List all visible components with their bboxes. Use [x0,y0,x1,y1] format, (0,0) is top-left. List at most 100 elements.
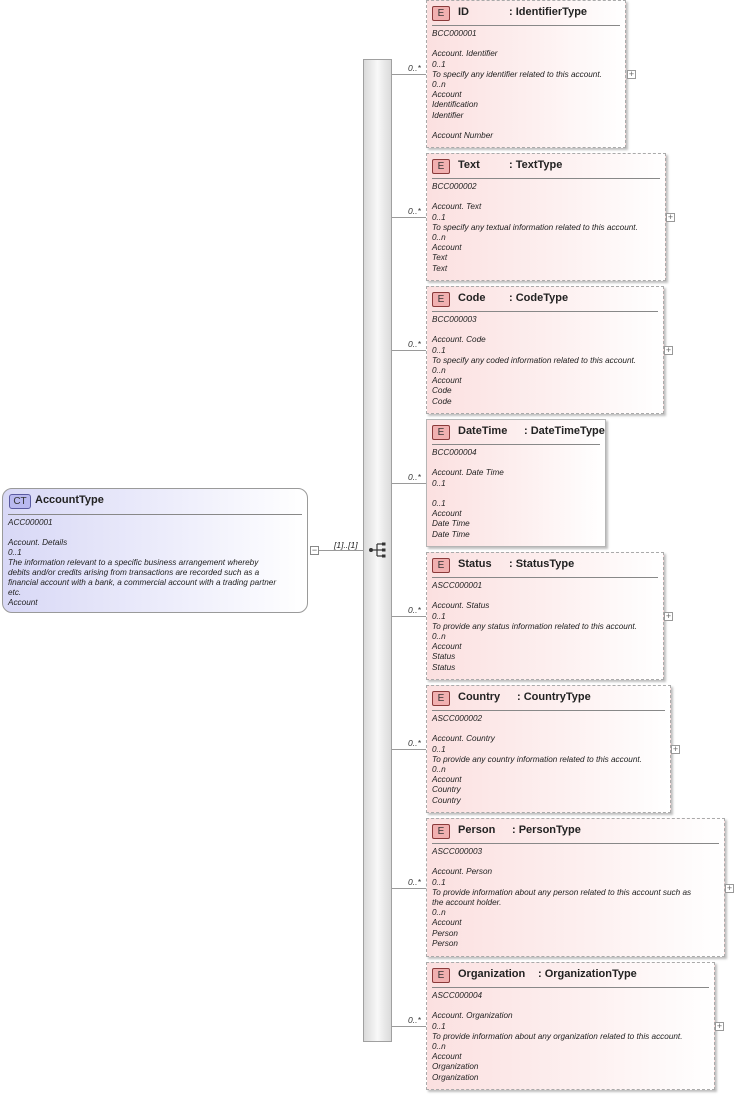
element-multiplicity: 0..* [408,1015,421,1025]
element-card-country[interactable]: E Country : CountryType ASCC000002 Accou… [426,685,671,813]
element-divider [432,178,660,179]
element-card-datetime[interactable]: E DateTime : DateTimeType BCC000004 Acco… [426,419,606,547]
detail-line: Person [432,938,458,948]
detail-line: 0..n [432,366,446,375]
expand-toggle[interactable]: + [666,212,675,222]
detail-line: Person [432,928,458,938]
element-multiplicity: 0..* [408,339,421,349]
element-connector-line [392,350,426,351]
detail-line: 0..n [432,908,446,918]
element-details: BCC000002 Account. Text 0..1 To specify … [432,182,661,274]
element-details: ASCC000001 Account. Status 0..1 To provi… [432,581,659,673]
element-details: ASCC000003 Account. Person 0..1 To provi… [432,847,720,949]
element-badge: E [432,159,450,174]
detail-line: Account [432,376,462,386]
detail-line: The information relevant to a specific b… [8,558,259,567]
detail-line: financial account with a bank, a commerc… [8,578,277,587]
element-multiplicity: 0..* [408,605,421,615]
detail-line: Account [432,918,462,928]
element-type: : CodeType [509,292,569,304]
expand-toggle[interactable]: + [627,69,636,79]
element-connector-line [392,888,426,889]
detail-line [432,1001,710,1011]
content-multiplicity: [1]..[1] [334,540,358,550]
detail-line: 0..n [432,765,446,774]
detail-line: debits and/or credits arising from trans… [8,568,260,577]
element-details: BCC000001 Account. Identifier 0..1 To sp… [432,29,621,141]
detail-line [432,591,659,601]
detail-line [432,489,601,499]
element-card-text[interactable]: E Text : TextType BCC000002 Account. Tex… [426,153,666,281]
element-connector-line [392,217,426,218]
element-card-status[interactable]: E Status : StatusType ASCC000001 Account… [426,552,664,680]
detail-line: Account [432,642,462,652]
detail-line: Account [432,243,462,253]
detail-line: Account. Organization [432,1011,513,1021]
element-name: ID [458,6,469,18]
expand-toggle[interactable]: + [664,345,673,355]
element-name: Person [458,824,496,836]
detail-line: 0..n [432,233,446,242]
sequence-compositor-icon[interactable] [368,541,388,559]
detail-line: Account. Text [432,202,482,212]
detail-line: Status [432,662,456,672]
detail-line: Code [432,386,452,396]
detail-line: Text [432,253,448,263]
element-card-person[interactable]: E Person : PersonType ASCC000003 Account… [426,818,725,957]
element-badge: E [432,6,450,21]
expand-toggle[interactable]: + [671,744,680,754]
element-badge: E [432,691,450,706]
element-divider [432,311,658,312]
detail-line: Account. Details [8,538,68,547]
detail-line: Status [432,652,456,662]
element-divider [432,843,719,844]
element-name: Country [458,691,501,703]
element-card-organization[interactable]: E Organization : OrganizationType ASCC00… [426,962,715,1090]
detail-line: To provide information about any organiz… [432,1031,683,1041]
element-name: DateTime [458,425,508,437]
element-card-id[interactable]: E ID : IdentifierType BCC000001 Account.… [426,0,626,148]
complex-type-details: ACC000001 Account. Details 0..1 The info… [8,518,303,608]
detail-line: Country [432,785,461,795]
element-card-code[interactable]: E Code : CodeType BCC000003 Account. Cod… [426,286,664,414]
expand-toggle[interactable]: + [715,1021,724,1031]
detail-line: Identifier [432,110,464,120]
detail-line: BCC000004 [432,448,477,457]
detail-line: Account Number [432,131,493,140]
element-divider [432,987,709,988]
detail-line: Date Time [432,529,470,539]
detail-line: Account. Country [432,734,495,744]
expand-toggle[interactable]: + [725,883,734,893]
detail-line: 0..n [432,632,446,641]
detail-line [432,458,601,468]
element-connector-line [392,1026,426,1027]
collapse-toggle[interactable]: − [310,545,319,555]
element-connector-line [392,616,426,617]
element-connector-line [392,74,426,75]
detail-line: Account. Status [432,601,490,611]
detail-line: 0..1 [432,59,446,69]
detail-line: BCC000003 [432,315,477,324]
element-type: : IdentifierType [509,6,588,18]
detail-line: To specify any coded information related… [432,355,637,365]
detail-line: 0..1 [432,478,446,488]
detail-line: etc. [8,588,22,597]
complex-type-box[interactable]: CT AccountType ACC000001 Account. Detail… [2,488,308,613]
detail-line: 0..1 [8,548,22,557]
element-type: : PersonType [512,824,581,836]
detail-line: Date Time [432,519,470,529]
detail-line: the account holder. [432,898,502,907]
detail-line: 0..n [432,80,446,89]
detail-line: 0..1 [432,877,446,887]
detail-line: Organization [432,1072,479,1082]
detail-line [432,192,661,202]
element-details: BCC000003 Account. Code 0..1 To specify … [432,315,659,407]
detail-line: Account. Person [432,867,493,877]
element-connector-line [392,483,426,484]
detail-line: 0..1 [432,345,446,355]
element-name: Text [458,159,480,171]
detail-line: Account [8,598,38,607]
element-divider [432,710,665,711]
expand-toggle[interactable]: + [664,611,673,621]
element-multiplicity: 0..* [408,63,421,73]
